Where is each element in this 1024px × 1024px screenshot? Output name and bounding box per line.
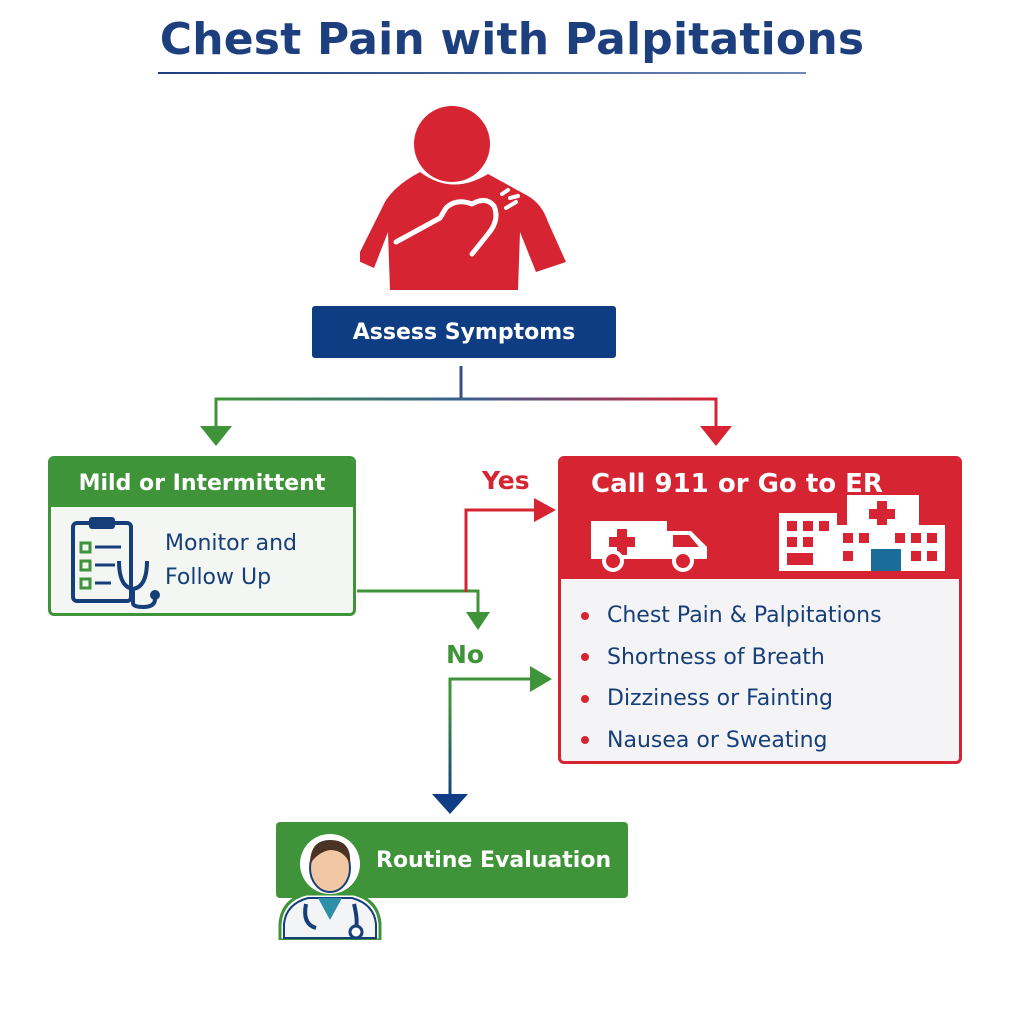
hospital-icon [779,495,945,571]
title-underline [158,72,806,74]
mild-header: Mild or Intermittent [51,459,353,507]
stethoscope-icon [117,560,160,610]
bullet-icon [581,736,589,745]
bullet-icon [581,694,589,703]
list-item: Chest Pain & Palpitations [581,595,882,637]
mild-instruction: Monitor and Follow Up [165,527,345,595]
clipboard-icon [71,517,160,610]
doctor-icon [278,834,382,940]
yes-label: Yes [482,466,530,495]
emergency-header-label: Call 911 or Go to ER [591,469,883,499]
symptom-text: Chest Pain & Palpitations [607,603,882,628]
mild-instruction-line1: Monitor and [165,531,298,556]
emergency-header: Call 911 or Go to ER [561,459,959,579]
bullet-icon [581,653,589,662]
list-item: Nausea or Sweating [581,720,882,762]
arrow-to-er [700,426,732,446]
bullet-icon [581,611,589,620]
mild-intermittent-node: Mild or Intermittent Monitor and Follow … [48,456,356,616]
routine-evaluation-label: Routine Evaluation [376,847,612,873]
symptom-text: Nausea or Sweating [607,727,828,753]
page-title: Chest Pain with Palpitations [159,14,865,65]
emergency-symptom-list: Chest Pain & Palpitations Shortness of B… [581,595,882,761]
assess-symptoms-node: Assess Symptoms [312,306,616,358]
arrow-to-mild [200,426,232,446]
list-item: Dizziness or Fainting [581,678,882,720]
assess-symptoms-label: Assess Symptoms [352,319,576,345]
symptom-text: Dizziness or Fainting [607,686,833,711]
ambulance-icon [591,521,707,572]
mild-instruction-line2: Follow Up [165,565,272,590]
person-chest-pain-icon [360,106,566,290]
no-label: No [446,640,485,669]
emergency-node: Call 911 or Go to ER Chest Pain & Pal [558,456,962,764]
list-item: Shortness of Breath [581,637,882,679]
mild-header-label: Mild or Intermittent [78,470,326,496]
symptom-text: Shortness of Breath [607,644,825,670]
